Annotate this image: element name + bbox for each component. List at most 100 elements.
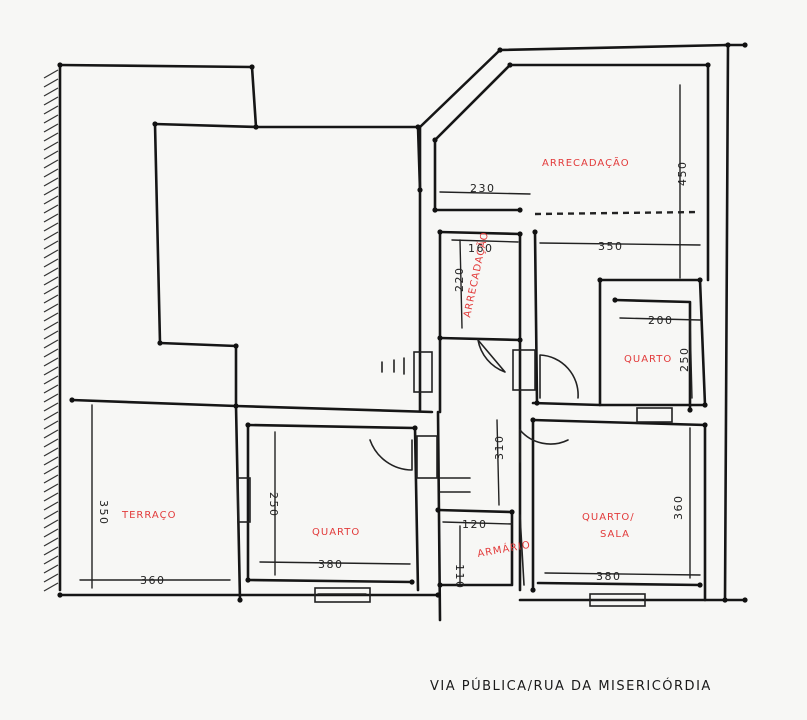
wall-node [507,62,513,68]
hatch-stroke [43,474,59,484]
hatch-stroke [43,564,59,574]
hatch-stroke [43,528,59,538]
hatch-stroke [43,186,59,196]
wall-node [517,207,523,213]
hatch-stroke [43,555,59,565]
wall-node [742,42,748,48]
street-label: VIA PÚBLICA/RUA DA MISERICÓRDIA [430,678,712,694]
hatch-stroke [43,285,59,295]
wall-node [705,62,711,68]
wall-node [69,397,75,403]
wall-node [517,231,523,237]
dim-label-220: 220 [453,267,466,293]
wall-node [530,417,536,423]
wall-node [687,407,693,413]
hatch-stroke [43,573,59,583]
hatch-stroke [43,132,59,142]
hatch-stroke [43,357,59,367]
wall-node [249,64,255,70]
wall-node [432,207,438,213]
wall-node [409,579,415,585]
room-label-terraco: TERRAÇO [121,510,176,521]
dim-label-230: 230 [470,182,496,195]
dim-label-380-center: 380 [318,558,344,571]
hatch-stroke [43,96,59,106]
dim-label-310: 310 [493,435,506,461]
hatch-stroke [43,249,59,259]
doors [237,339,673,607]
hatch-stroke [43,339,59,349]
dim-label-450: 450 [676,161,689,187]
wall-node [435,507,441,513]
hatch-stroke [43,276,59,286]
wall-node [530,587,536,593]
wall-node [437,582,443,588]
wall-node [702,402,708,408]
wall-node [612,297,618,303]
wall-node [534,400,540,406]
hatch-stroke [43,321,59,331]
hatch-stroke [43,429,59,439]
room-label-quarto-sala-2: SALA [600,529,630,540]
wall-node [437,335,443,341]
hatch-stroke [43,294,59,304]
dim-label-380-right: 380 [596,570,622,583]
wall-node [245,422,251,428]
dim-label-250-center: 250 [267,492,280,518]
dim-label-350-left: 350 [97,500,110,526]
wall-node [597,277,603,283]
room-label-arrecadacao: ARRECADAÇÃO [542,156,630,169]
hatch-stroke [43,501,59,511]
wall-node [233,343,239,349]
dimension-labels: 230 450 350 160 220 200 250 310 350 250 … [97,161,691,590]
dashed-partition [534,210,701,216]
wall-node [417,187,423,193]
wall-node [245,577,251,583]
room-label-quarto-right: QUARTO [624,354,672,365]
hatch-stroke [43,438,59,448]
hatch-stroke [43,312,59,322]
hatch-stroke [43,483,59,493]
wall-node [253,124,259,130]
hatch-stroke [43,420,59,430]
wall-node [509,509,515,515]
wall-node [697,277,703,283]
hatch-stroke [43,141,59,151]
hatch-stroke [43,510,59,520]
wall-node [722,597,728,603]
wall-node [697,582,703,588]
hatch-stroke [43,582,59,592]
hatch-stroke [43,303,59,313]
hatch-stroke [43,69,59,79]
hatch-stroke [43,456,59,466]
hatch-stroke [43,384,59,394]
hatch-stroke [43,168,59,178]
hatch-stroke [43,375,59,385]
hatch-stroke [43,366,59,376]
hatch-stroke [43,177,59,187]
wall-node [497,47,503,53]
room-label-armario: ARMÁRIO [476,538,531,560]
hatch-stroke [43,195,59,205]
hatch-stroke [43,105,59,115]
hatch-stroke [43,348,59,358]
left-hatched-wall [43,63,62,592]
wall-nodes [57,42,748,603]
dim-label-160: 160 [468,242,494,255]
wall-node [57,592,63,598]
dimension-lines [79,84,701,589]
hatch-stroke [43,204,59,214]
room-label-quarto-sala-1: QUARTO/ [582,512,635,523]
hatch-stroke [43,258,59,268]
hatch-stroke [43,330,59,340]
wall-node [517,337,523,343]
walls [58,43,747,622]
wall-node [702,422,708,428]
hatch-stroke [43,213,59,223]
dim-label-200: 200 [648,314,674,327]
dim-label-110: 110 [453,564,466,590]
wall-node [57,62,63,68]
hatch-stroke [43,222,59,232]
hatch-stroke [43,87,59,97]
